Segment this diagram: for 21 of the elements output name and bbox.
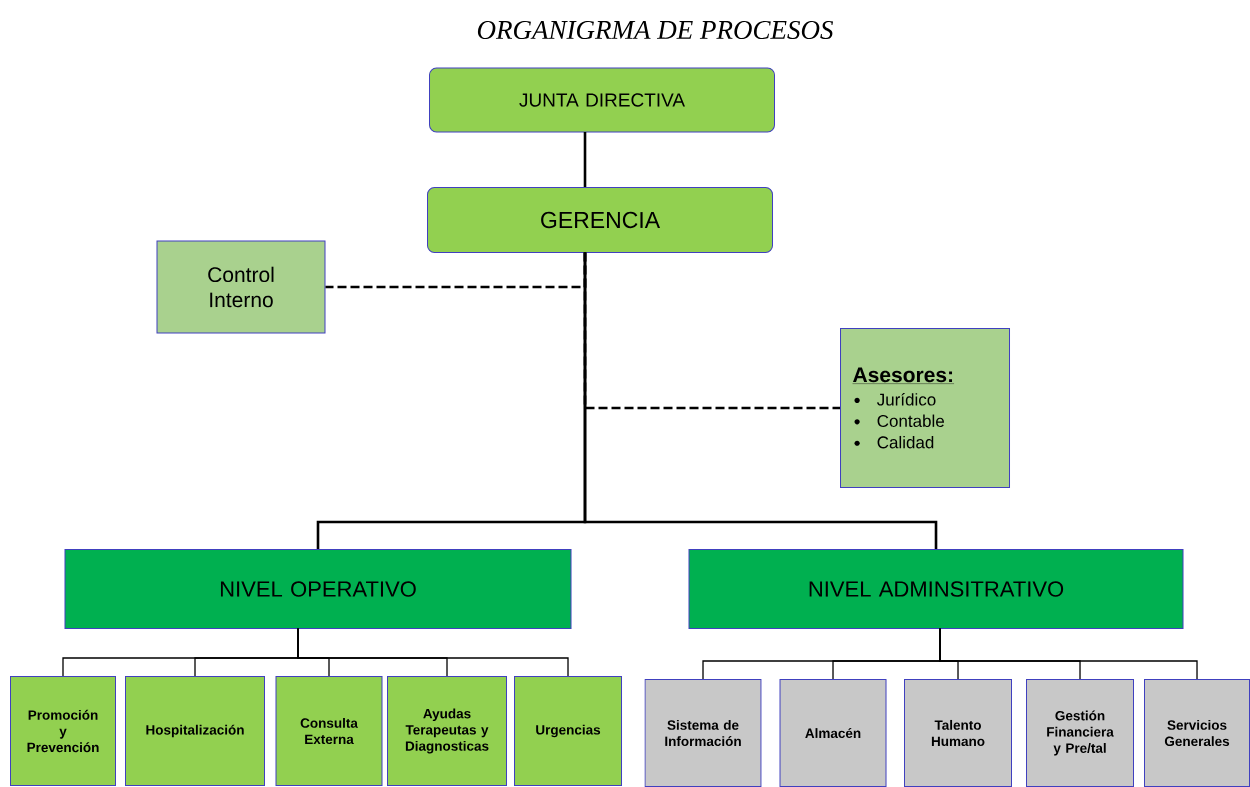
connector-line xyxy=(297,627,569,677)
position-box: JUNTA DIRECTIVA xyxy=(429,67,775,133)
process-box: Promoción y Prevención xyxy=(10,676,116,786)
connector-line xyxy=(583,252,938,549)
diagram-title: ORGANIGRMA DE PROCESOS xyxy=(477,20,834,40)
connector-line xyxy=(939,627,1198,680)
process-box: Hospitalización xyxy=(125,676,265,786)
process-box: Ayudas Terapeutas y Diagnosticas xyxy=(387,676,507,786)
connector-line xyxy=(583,132,587,187)
process-box: Almacén xyxy=(779,679,887,787)
position-box: GERENCIA xyxy=(427,187,773,253)
process-box: Servicios Generales xyxy=(1144,679,1250,787)
process-box: Sistema de Información xyxy=(644,679,762,787)
advisors-box: Asesores: Jurídico Contable Calidad xyxy=(840,328,1010,488)
level-box: NIVEL OPERATIVO xyxy=(64,549,572,629)
process-box: Consulta Externa xyxy=(275,676,383,786)
position-box: Control Interno xyxy=(156,240,326,334)
level-box: NIVEL ADMINSITRATIVO xyxy=(688,549,1184,629)
process-box: Urgencias xyxy=(514,676,622,786)
process-box: Gestión Financiera y Pre/tal xyxy=(1026,679,1134,787)
process-box: Talento Humano xyxy=(904,679,1012,787)
